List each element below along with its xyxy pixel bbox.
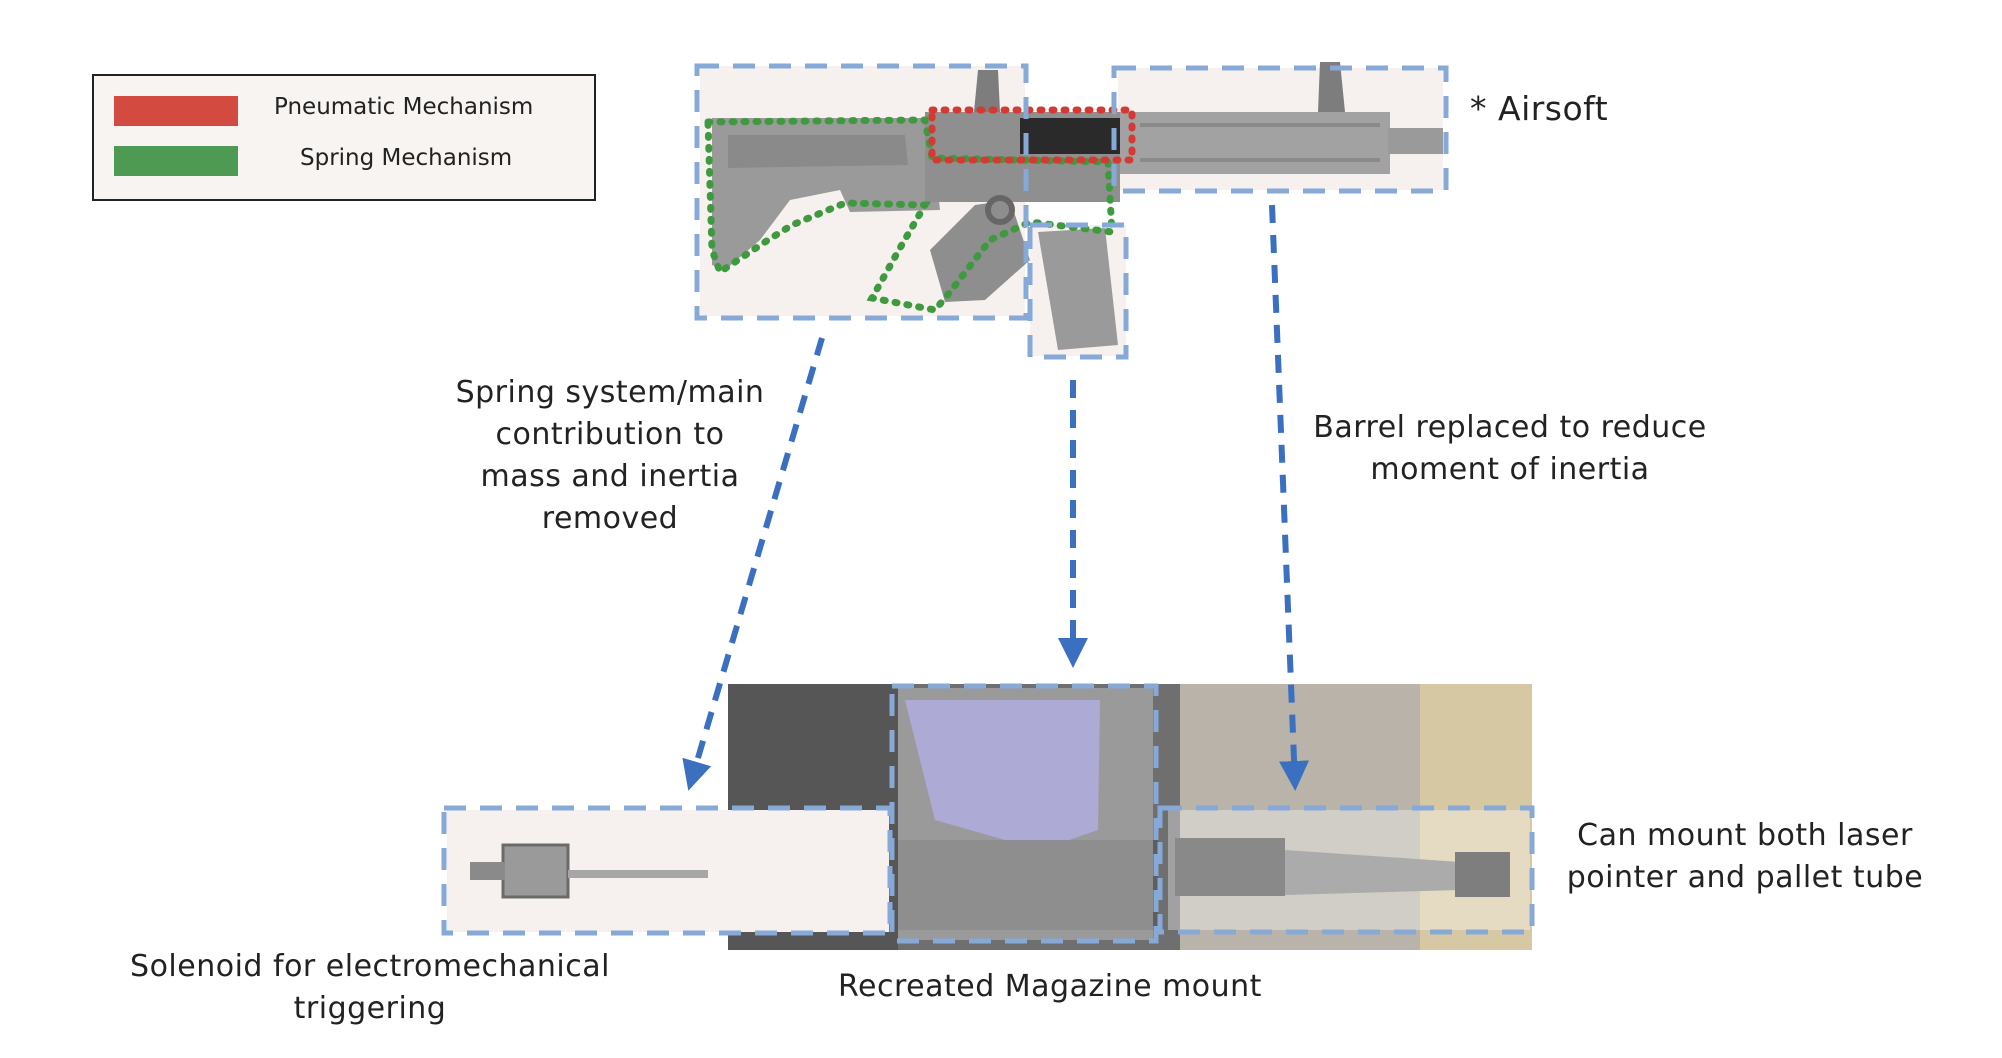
arrow-stock-to-solenoid — [682, 337, 825, 791]
pneumatic-mechanism-outline — [928, 106, 1136, 164]
magazine-note: Recreated Magazine mount — [838, 969, 1262, 1004]
spring-note-line-1: Spring system/main — [455, 375, 765, 410]
legend-swatch-spring — [114, 146, 238, 176]
laser-mount-region-box — [1157, 805, 1535, 935]
legend-swatch-pneumatic — [114, 96, 238, 126]
mount-note-line-2: pointer and pallet tube — [1566, 860, 1924, 895]
magazine-region-box — [1027, 222, 1129, 360]
legend-label-spring: Spring Mechanism — [300, 145, 513, 171]
solenoid-image — [447, 810, 889, 932]
mount-note-line-1: Can mount both laser — [1577, 818, 1913, 853]
spring-note-line-2: contribution to — [495, 417, 725, 452]
arrow-barrel-to-laser — [1269, 204, 1310, 791]
spring-note: Spring system/main contribution to mass … — [420, 372, 800, 540]
magazine-mount-region-box — [889, 683, 1159, 944]
solenoid-note-line-1: Solenoid for electromechanical — [130, 949, 610, 984]
spring-note-line-4: removed — [541, 501, 679, 536]
solenoid-note-line-2: triggering — [293, 991, 447, 1026]
solenoid-region-box — [441, 805, 893, 936]
barrel-note: Barrel replaced to reduce moment of iner… — [1280, 407, 1740, 491]
airsoft-note: * Airsoft — [1470, 89, 1609, 128]
legend-label-pneumatic: Pneumatic Mechanism — [274, 94, 534, 120]
stock-region-box — [694, 63, 1029, 321]
barrel-region-box — [1111, 65, 1449, 194]
legend: Pneumatic Mechanism Spring Mechanism — [92, 74, 596, 201]
rifle-image — [700, 62, 1443, 356]
barrel-note-line-2: moment of inertia — [1370, 452, 1650, 487]
spring-note-line-3: mass and inertia — [480, 459, 740, 494]
mount-note: Can mount both laser pointer and pallet … — [1535, 815, 1955, 899]
spring-mechanism-outline — [704, 116, 1116, 314]
solenoid-note: Solenoid for electromechanical triggerin… — [100, 946, 640, 1030]
barrel-note-line-1: Barrel replaced to reduce — [1313, 410, 1707, 445]
